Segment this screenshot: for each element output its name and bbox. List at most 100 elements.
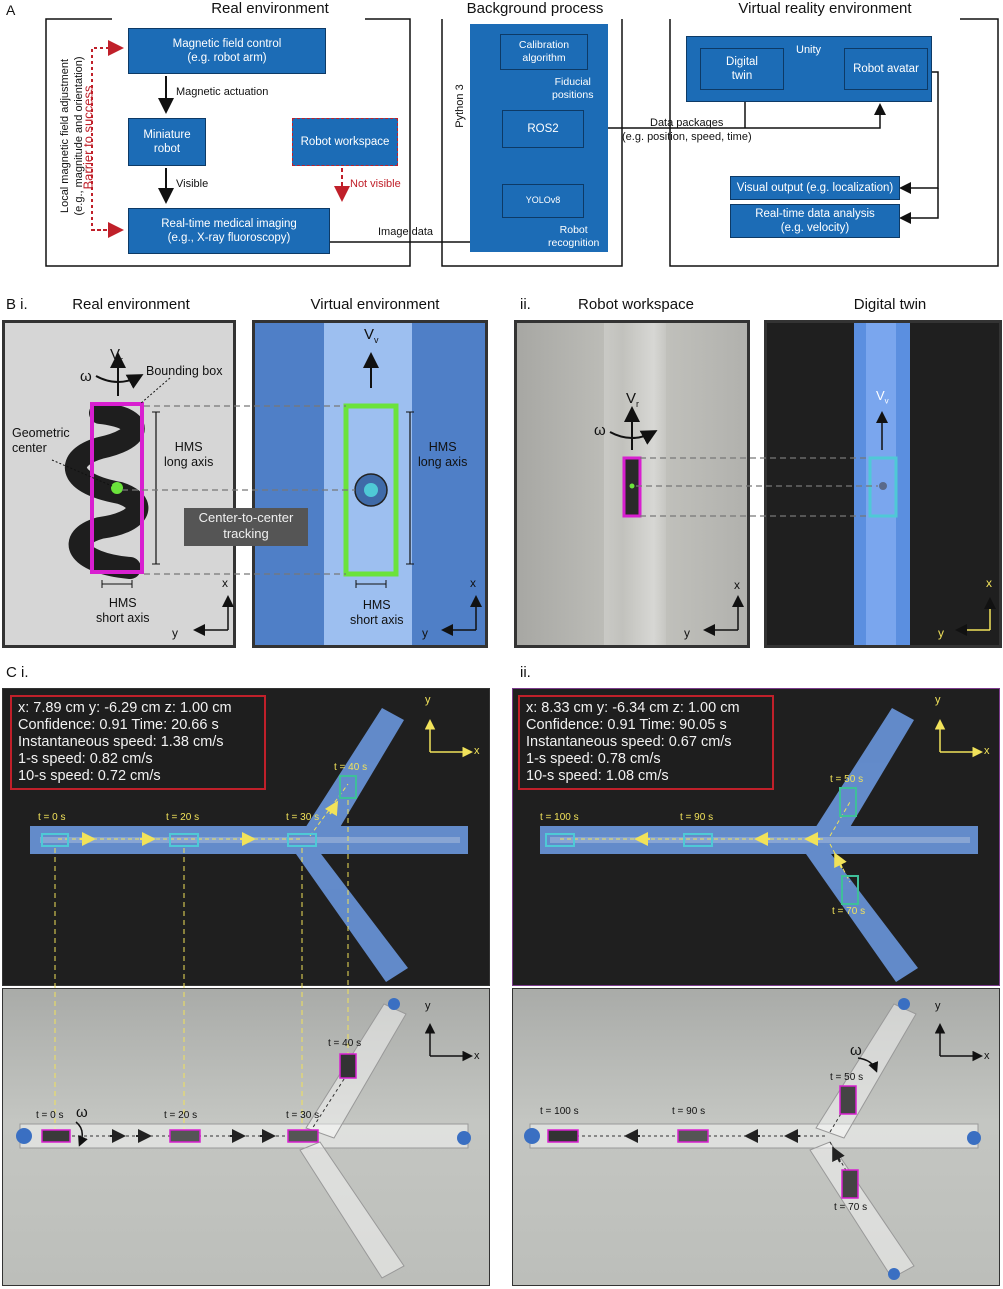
- bv-x-label: x: [470, 576, 476, 590]
- vv-label: Vv: [364, 326, 379, 345]
- b-digital-twin-title: Digital twin: [853, 296, 927, 313]
- cii-overlay-line: Instantaneous speed: 0.67 cm/s: [526, 734, 732, 750]
- ci-r-time-label: t = 30 s: [286, 1110, 320, 1121]
- panel-letter-a: A: [6, 2, 16, 18]
- visible-label: Visible: [176, 178, 209, 190]
- cii-r-y-axis: y: [935, 1000, 941, 1012]
- visual-output-box: Visual output (e.g. localization): [730, 176, 900, 200]
- cii-v-time-label: t = 50 s: [830, 774, 864, 785]
- side-label-1: Local magnetic field adjustment: [59, 58, 71, 214]
- ci-v-x-axis: x: [474, 745, 480, 757]
- panel-letter-b: B i.: [6, 296, 28, 313]
- ci-r-x-axis: x: [474, 1050, 480, 1062]
- ci-v-time-label: t = 40 s: [334, 762, 368, 773]
- cii-overlay-line: 10-s speed: 1.08 cm/s: [526, 768, 669, 784]
- python-label: Python 3: [454, 84, 466, 128]
- cii-r-time-label: t = 100 s: [540, 1106, 579, 1117]
- cii-v-x-axis: x: [984, 745, 990, 757]
- data-analysis-box: Real-time data analysis (e.g. velocity): [730, 204, 900, 238]
- geo-center-label: Geometric center: [12, 426, 70, 455]
- bii-vr-label: Vr: [626, 390, 640, 409]
- cii-r-time-label: t = 70 s: [834, 1202, 868, 1213]
- ci-v-time-label: t = 20 s: [166, 812, 200, 823]
- workspace-box: Robot workspace: [292, 118, 398, 166]
- digital-twin-box: Digital twin: [700, 48, 784, 90]
- ci-telemetry-overlay: x: 7.89 cm y: -6.29 cm z: 1.00 cm Confid…: [10, 695, 266, 790]
- ci-overlay-line: x: 7.89 cm y: -6.29 cm z: 1.00 cm: [18, 700, 232, 716]
- ros2-box: ROS2: [502, 110, 584, 148]
- ci-overlay-line: 10-s speed: 0.72 cm/s: [18, 768, 161, 784]
- data-packages-eg: (e.g. position, speed, time): [622, 131, 752, 143]
- cii-v-y-axis: y: [935, 694, 941, 706]
- bounding-box-label: Bounding box: [146, 364, 223, 378]
- ci-omega: ω: [76, 1104, 88, 1121]
- cii-v-time-label: t = 100 s: [540, 812, 579, 823]
- cii-overlay-line: 1-s speed: 0.78 cm/s: [526, 751, 661, 767]
- unity-label: Unity: [796, 44, 822, 56]
- vr-frame: [669, 18, 999, 267]
- cii-overlay-line: Confidence: 0.91 Time: 90.05 s: [526, 717, 727, 733]
- c2c-label: Center-to-center tracking: [184, 508, 308, 546]
- ci-overlay-line: Confidence: 0.91 Time: 20.66 s: [18, 717, 219, 733]
- omega-label-bi: ω: [80, 368, 92, 385]
- ci-overlay-line: 1-s speed: 0.82 cm/s: [18, 751, 153, 767]
- b-virtual-env-title: Virtual environment: [310, 296, 440, 313]
- ci-v-y-axis: y: [425, 694, 431, 706]
- fiducial-label: Fiducial positions: [552, 76, 594, 102]
- bg-frame: [441, 19, 623, 267]
- ci-r-time-label: t = 40 s: [328, 1038, 362, 1049]
- ci-overlay-line: Instantaneous speed: 1.38 cm/s: [18, 734, 224, 750]
- cii-r-time-label: t = 90 s: [672, 1106, 706, 1117]
- ci-r-time-label: t = 0 s: [36, 1110, 64, 1121]
- hms-long-label: HMS long axis: [164, 440, 214, 469]
- cii-r-x-axis: x: [984, 1050, 990, 1062]
- data-packages-label: Data packages: [650, 117, 724, 129]
- robot-recog-label: Robot recognition: [548, 224, 600, 250]
- real-env-title: Real environment: [211, 0, 329, 17]
- calibration-box: Calibration algorithm: [500, 34, 588, 70]
- bii-x-label: x: [734, 578, 740, 592]
- panel-letter-bii: ii.: [520, 296, 531, 313]
- bii-omega-label: ω: [594, 422, 606, 439]
- bv-y-label: y: [422, 626, 428, 640]
- bg-process-title: Background process: [466, 0, 604, 17]
- cii-r-time-label: t = 50 s: [830, 1072, 864, 1083]
- ci-v-time-label: t = 0 s: [38, 812, 66, 823]
- vr-label: Vr: [110, 346, 124, 365]
- image-data-label: Image data: [378, 226, 434, 238]
- ci-r-time-label: t = 20 s: [164, 1110, 198, 1121]
- bii-y-label: y: [684, 626, 690, 640]
- panel-letter-c: C i.: [6, 664, 29, 681]
- hms-short-label-v: HMS short axis: [350, 598, 404, 627]
- bounding-box: [90, 402, 144, 574]
- bii-dt-y-label: y: [938, 626, 944, 640]
- mag-actuation-label: Magnetic actuation: [176, 86, 269, 98]
- panel-c-drawing: [16, 708, 983, 1280]
- panel-letter-cii: ii.: [520, 664, 531, 681]
- cii-overlay-line: x: 8.33 cm y: -6.34 cm z: 1.00 cm: [526, 700, 740, 716]
- ci-v-time-label: t = 30 s: [286, 812, 320, 823]
- b-workspace-title: Robot workspace: [578, 296, 694, 313]
- bi-drawing: [51, 352, 482, 636]
- not-visible-label: Not visible: [350, 178, 401, 190]
- mag-control-box: Magnetic field control (e.g. robot arm): [128, 28, 326, 74]
- yolo-box: YOLOv8: [502, 184, 584, 218]
- vr-env-title: Virtual reality environment: [738, 0, 912, 17]
- center-dot: [111, 482, 123, 494]
- mini-robot-box: Miniature robot: [128, 118, 206, 166]
- barrier-label: Barrier to success: [80, 85, 96, 190]
- hms-long-label-v: HMS long axis: [418, 440, 468, 469]
- bii-drawing: [609, 406, 996, 636]
- cii-v-time-label: t = 70 s: [832, 906, 866, 917]
- cii-omega: ω: [850, 1042, 862, 1059]
- bi-x-label: x: [222, 576, 228, 590]
- hms-short-label: HMS short axis: [96, 596, 150, 625]
- cii-telemetry-overlay: x: 8.33 cm y: -6.34 cm z: 1.00 cm Confid…: [518, 695, 774, 790]
- real-env-frame: [45, 18, 411, 267]
- bii-dt-x-label: x: [986, 576, 992, 590]
- imaging-box: Real-time medical imaging (e.g., X-ray f…: [128, 208, 330, 254]
- b-real-env-title: Real environment: [72, 296, 190, 313]
- ci-real-tube: [16, 998, 471, 1279]
- ci-r-y-axis: y: [425, 1000, 431, 1012]
- cii-v-time-label: t = 90 s: [680, 812, 714, 823]
